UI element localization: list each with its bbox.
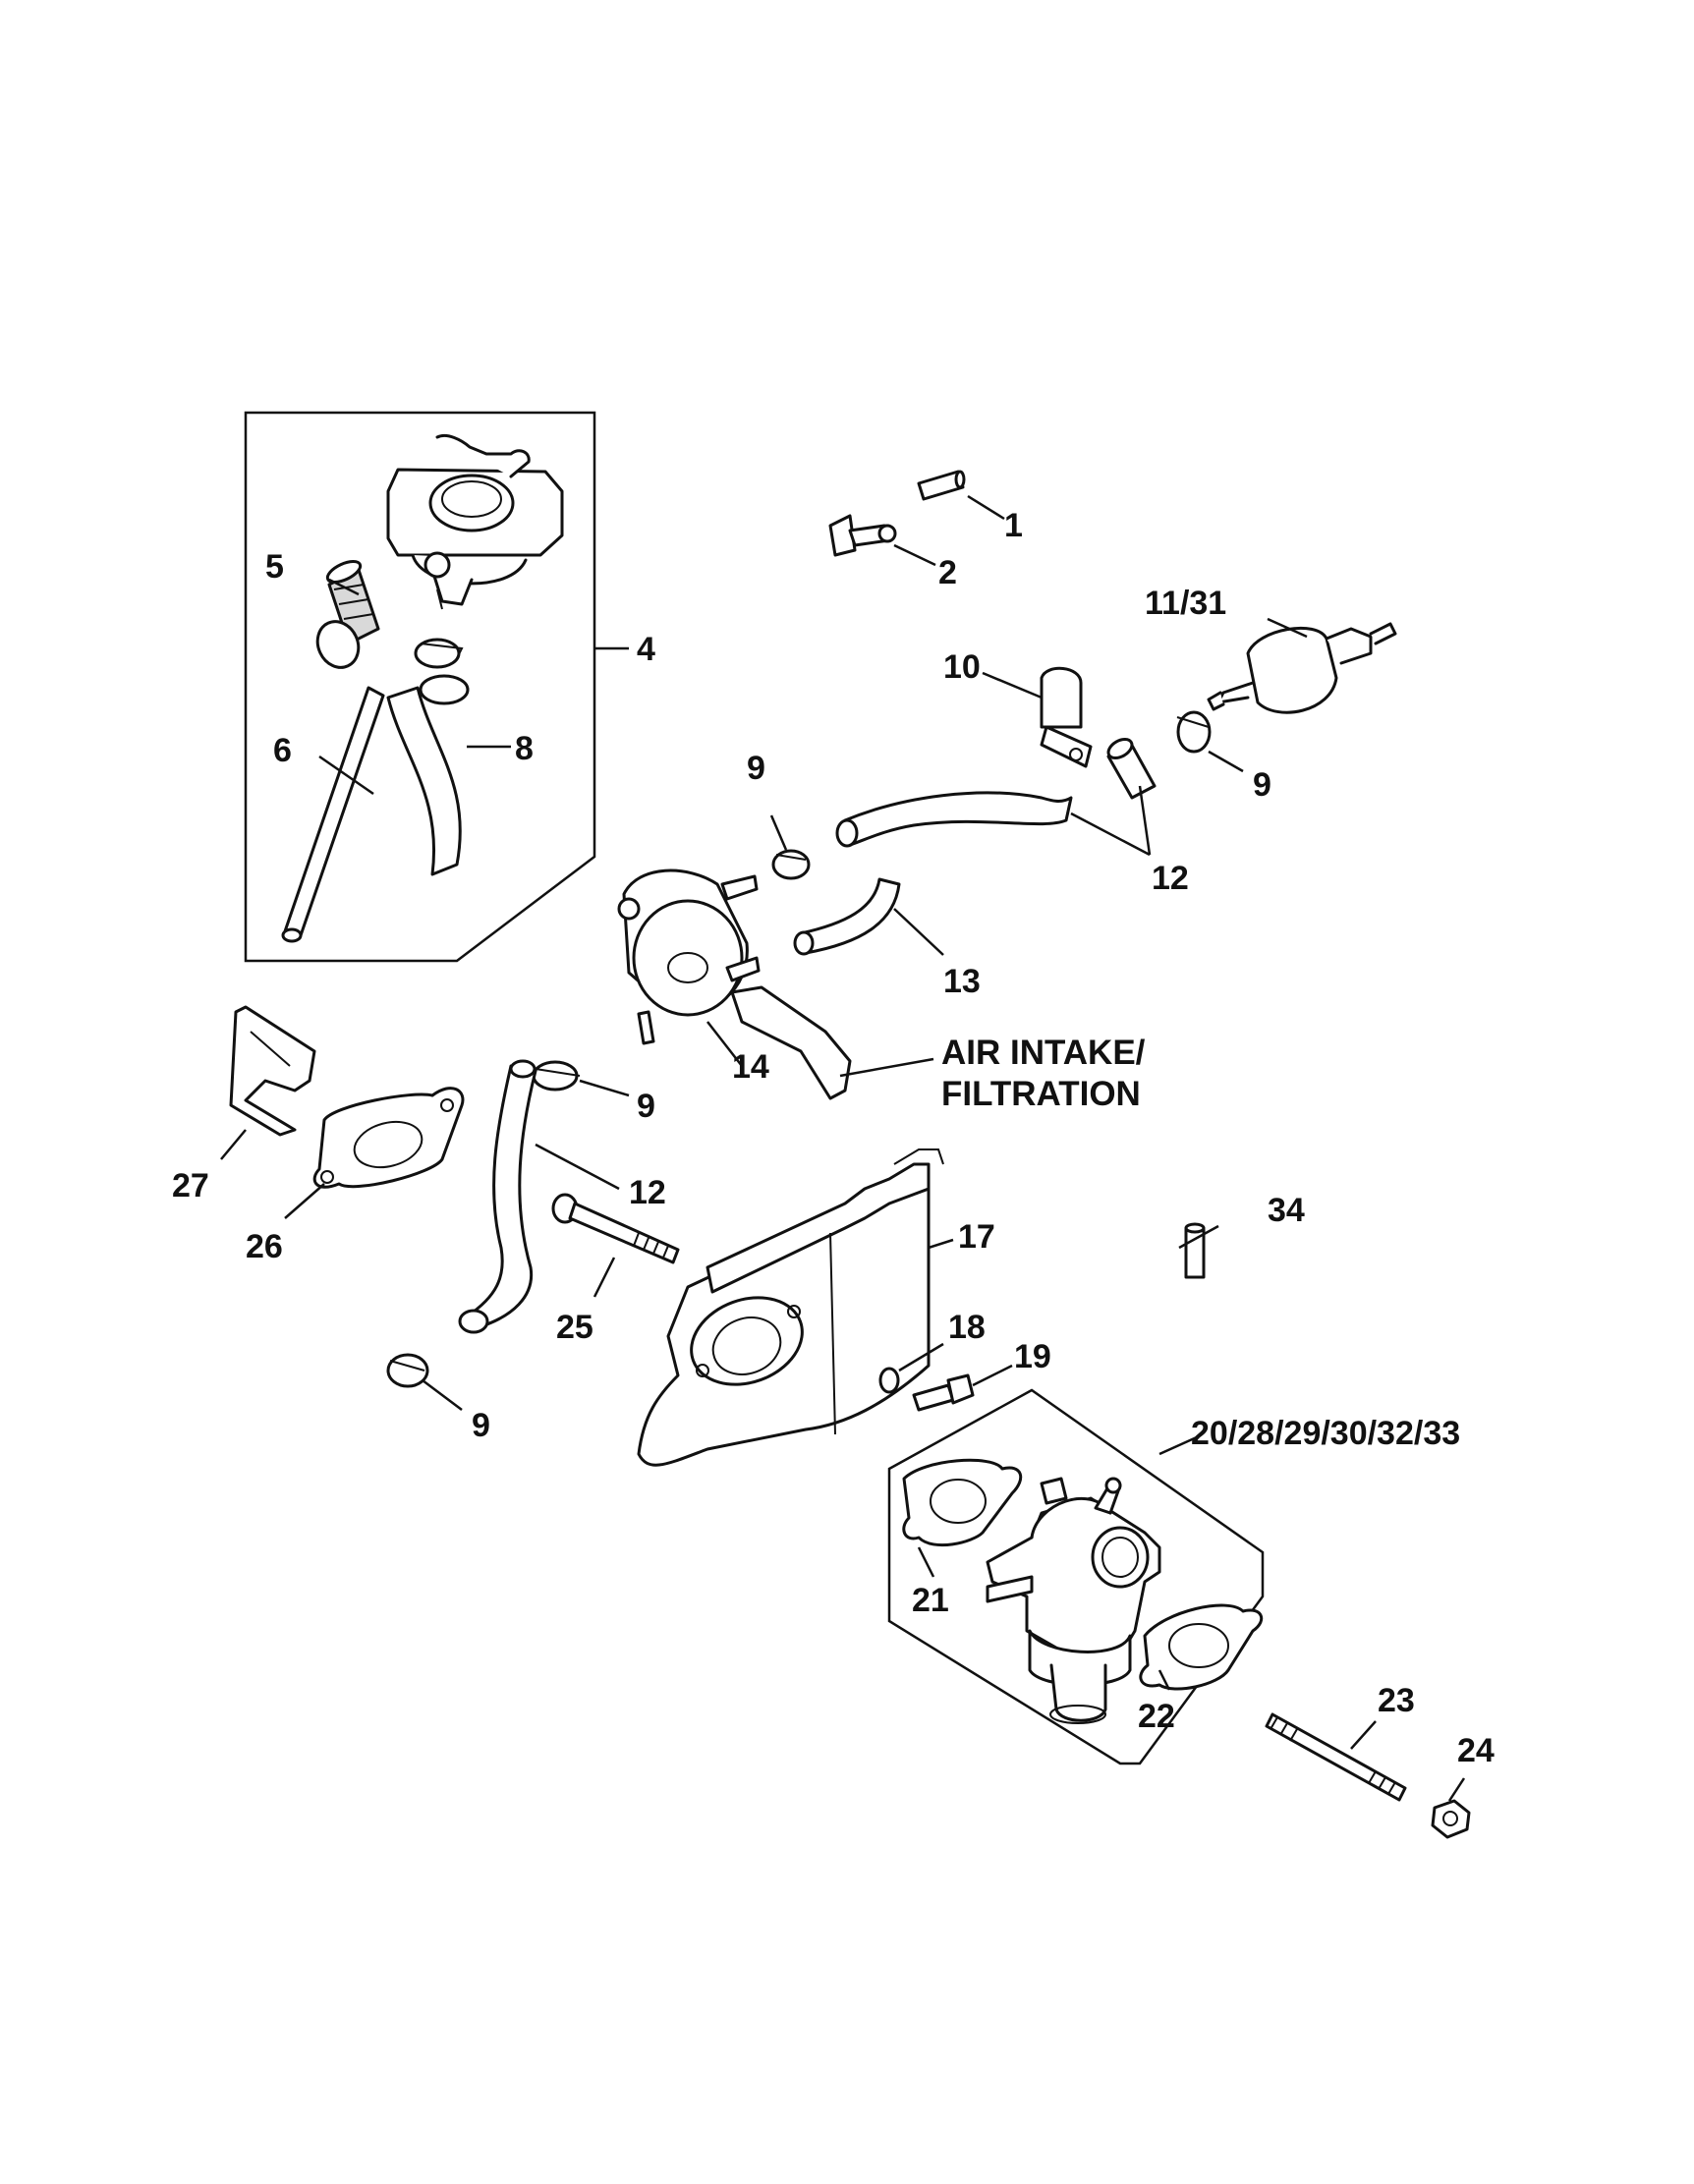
callout-11-31: 11/31 — [1145, 585, 1226, 622]
nut-part — [1431, 1799, 1471, 1839]
callout-13: 13 — [943, 963, 981, 1000]
callout-22: 22 — [1138, 1698, 1175, 1735]
callout-27: 27 — [172, 1167, 209, 1204]
callout-26: 26 — [246, 1228, 283, 1265]
callout-8: 8 — [515, 730, 534, 767]
callout-23: 23 — [1378, 1682, 1415, 1719]
fuel-line-lower-part — [465, 1064, 537, 1328]
o-ring-part — [878, 1367, 900, 1394]
callout-4: 4 — [637, 631, 655, 668]
callout-12-upper: 12 — [1152, 860, 1189, 897]
leader-lines — [220, 494, 1466, 1802]
gasket-21-part — [902, 1458, 1023, 1547]
item-27-bracket-part — [229, 1005, 316, 1137]
fuel-hose-part — [386, 686, 462, 876]
air-intake-bracket-part — [730, 985, 852, 1100]
callout-20-28-29-30-32-33: 20/28/29/30/32/33 — [1191, 1415, 1460, 1452]
hose-clamp-part-mid — [771, 849, 811, 880]
carburetor-part — [986, 1477, 1161, 1724]
hose-clamp-part-top — [414, 638, 464, 669]
callout-19: 19 — [1014, 1338, 1051, 1375]
inline-fuel-filter-part — [1207, 622, 1397, 714]
callout-5: 5 — [265, 548, 284, 586]
callout-18: 18 — [948, 1309, 986, 1346]
callout-9-lower: 9 — [637, 1088, 655, 1125]
screw-part — [912, 1373, 975, 1412]
curved-hose-part — [799, 877, 901, 955]
callout-24: 24 — [1457, 1732, 1495, 1769]
intake-shield-part — [637, 1148, 944, 1467]
callout-21: 21 — [912, 1582, 949, 1619]
air-intake-note-line-1: AIR INTAKE/ — [941, 1034, 1146, 1072]
hose-clamp-part-bottom — [386, 1353, 429, 1388]
callout-34: 34 — [1268, 1192, 1305, 1229]
callout-9-mid: 9 — [747, 750, 765, 787]
air-intake-note-line-2: FILTRATION — [941, 1075, 1141, 1113]
callout-9-bottom: 9 — [472, 1407, 490, 1444]
fuel-line-upper-part — [843, 791, 1073, 847]
pin-part — [917, 470, 966, 501]
clip-part — [828, 514, 897, 557]
threaded-stud-part — [1265, 1712, 1407, 1802]
callout-6: 6 — [273, 732, 292, 769]
callout-2: 2 — [938, 554, 957, 591]
callout-17: 17 — [958, 1218, 995, 1256]
long-bolt-part — [551, 1193, 680, 1264]
callout-14: 14 — [732, 1048, 769, 1086]
callout-9-right: 9 — [1253, 766, 1271, 804]
filter-screen-part — [315, 559, 380, 669]
callout-25: 25 — [556, 1309, 593, 1346]
callout-10: 10 — [943, 648, 981, 686]
callout-12-lower: 12 — [629, 1174, 666, 1211]
vent-tube-part — [283, 686, 385, 940]
hose-clamp-part-right — [1176, 710, 1212, 754]
callout-1: 1 — [1004, 507, 1023, 544]
fuel-pump-part — [617, 868, 761, 1045]
fuel-valve-part — [386, 433, 564, 610]
item-4-group-frame — [244, 411, 596, 963]
gasket-26-part — [312, 1087, 465, 1189]
hose-bracket-part — [1040, 666, 1093, 768]
callout-labels: 1 2 4 5 6 8 9 9 9 9 10 11/31 12 12 13 14… — [172, 507, 1495, 1769]
gasket-22-part — [1139, 1603, 1264, 1691]
hose-clamp-part-lower — [532, 1060, 581, 1092]
